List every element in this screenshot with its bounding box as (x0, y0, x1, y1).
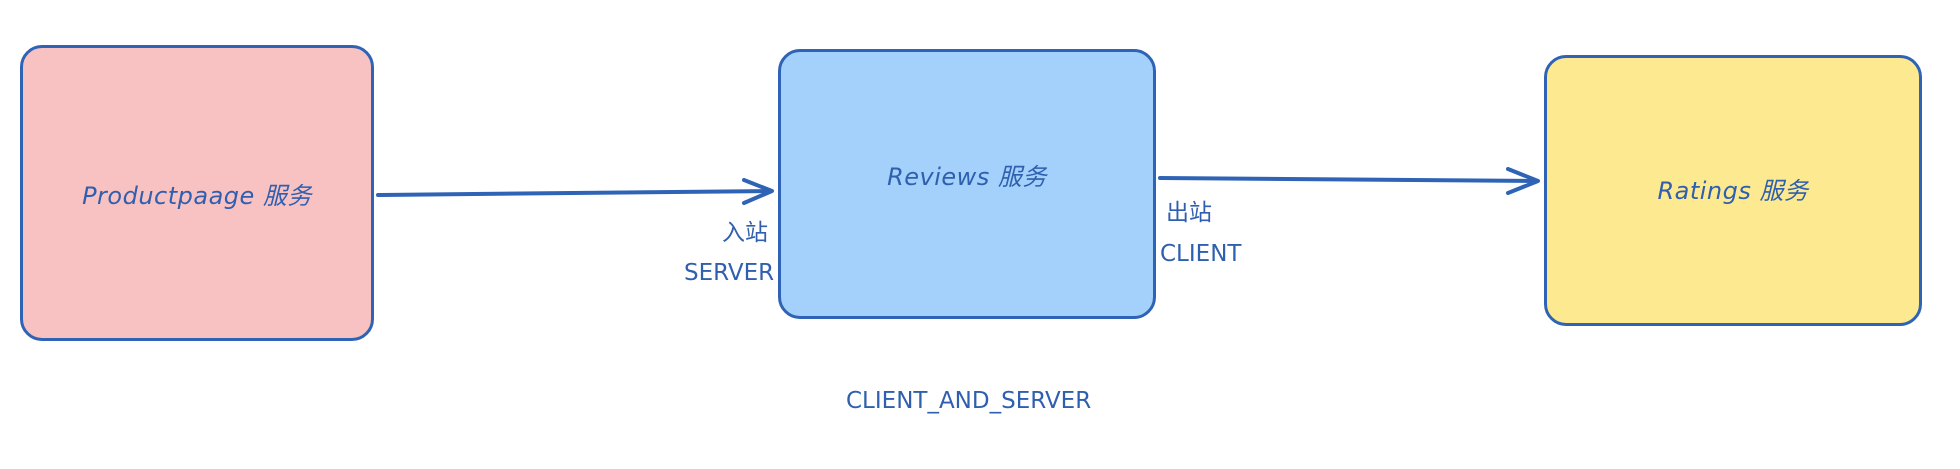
client-and-server-label: CLIENT_AND_SERVER (846, 388, 1092, 414)
inbound-label: 入站 (722, 220, 768, 246)
arrow-reviews-to-ratings (1158, 176, 1538, 183)
ratings-service-box: Ratings 服务 (1544, 55, 1922, 326)
arrow-productpage-to-reviews (376, 189, 772, 197)
productpage-service-box: Productpaage 服务 (20, 45, 374, 341)
server-label: SERVER (684, 260, 775, 286)
productpage-service-label: Productpaage 服务 (82, 181, 312, 210)
reviews-service-box: Reviews 服务 (778, 49, 1156, 319)
reviews-service-label: Reviews 服务 (887, 162, 1047, 191)
outbound-label: 出站 (1166, 200, 1212, 226)
client-label: CLIENT (1160, 241, 1242, 267)
ratings-service-label: Ratings 服务 (1657, 177, 1809, 205)
arrowhead-productpage-to-reviews (742, 178, 774, 205)
arrowhead-reviews-to-ratings (1506, 167, 1540, 195)
